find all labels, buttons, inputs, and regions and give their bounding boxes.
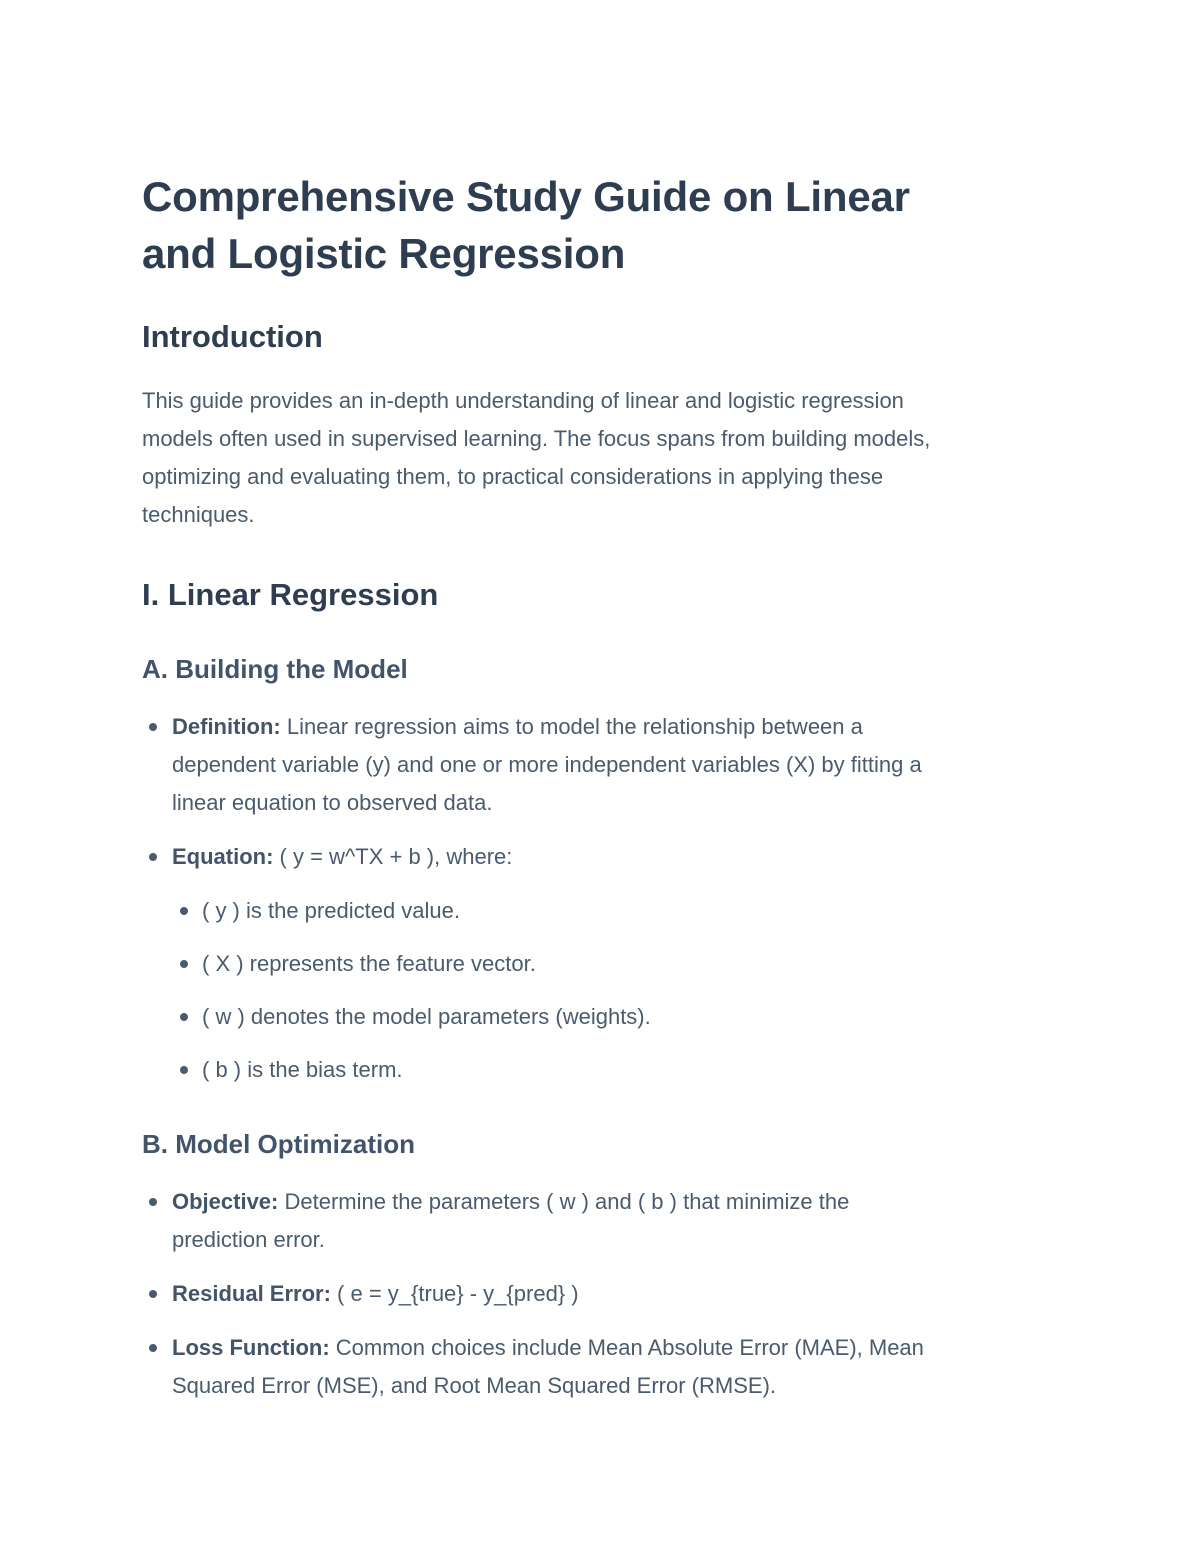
intro-paragraph: This guide provides an in-depth understa…	[142, 388, 931, 527]
sublist-item-x: ( X ) represents the feature vector.	[174, 945, 942, 983]
list-item-definition: Definition: Linear regression aims to mo…	[142, 708, 942, 822]
list-item-text: ( e = y_{true} - y_{pred} )	[330, 1281, 579, 1306]
building-model-list: Definition: Linear regression aims to mo…	[142, 708, 1058, 1089]
heading-building-the-model: A. Building the Model	[142, 654, 408, 684]
list-item-label: Loss Function:	[172, 1335, 330, 1360]
model-optimization-list: Objective: Determine the parameters ( w …	[142, 1183, 1058, 1405]
list-item-label: Equation:	[172, 844, 274, 869]
list-item-label: Residual Error:	[172, 1281, 331, 1306]
list-item-text: Determine the parameters ( w ) and ( b )…	[172, 1189, 850, 1252]
list-item-loss-function: Loss Function: Common choices include Me…	[142, 1329, 942, 1405]
sublist-item-w: ( w ) denotes the model parameters (weig…	[174, 998, 942, 1036]
list-item-text: Linear regression aims to model the rela…	[172, 714, 922, 815]
list-item-label: Definition:	[172, 714, 281, 739]
heading-model-optimization: B. Model Optimization	[142, 1129, 415, 1159]
list-item-text: Common choices include Mean Absolute Err…	[172, 1335, 924, 1398]
equation-sublist: ( y ) is the predicted value. ( X ) repr…	[172, 892, 942, 1089]
sublist-item-y: ( y ) is the predicted value.	[174, 892, 942, 930]
list-item-label: Objective:	[172, 1189, 279, 1214]
list-item-residual-error: Residual Error: ( e = y_{true} - y_{pred…	[142, 1275, 942, 1313]
heading-introduction: Introduction	[142, 319, 323, 354]
list-item-equation: Equation: ( y = w^TX + b ), where: ( y )…	[142, 838, 942, 1089]
page-title: Comprehensive Study Guide on Linear and …	[142, 173, 910, 277]
list-item-objective: Objective: Determine the parameters ( w …	[142, 1183, 942, 1259]
heading-linear-regression: I. Linear Regression	[142, 577, 439, 612]
list-item-text: ( y = w^TX + b ), where:	[273, 844, 513, 869]
sublist-item-b: ( b ) is the bias term.	[174, 1051, 942, 1089]
